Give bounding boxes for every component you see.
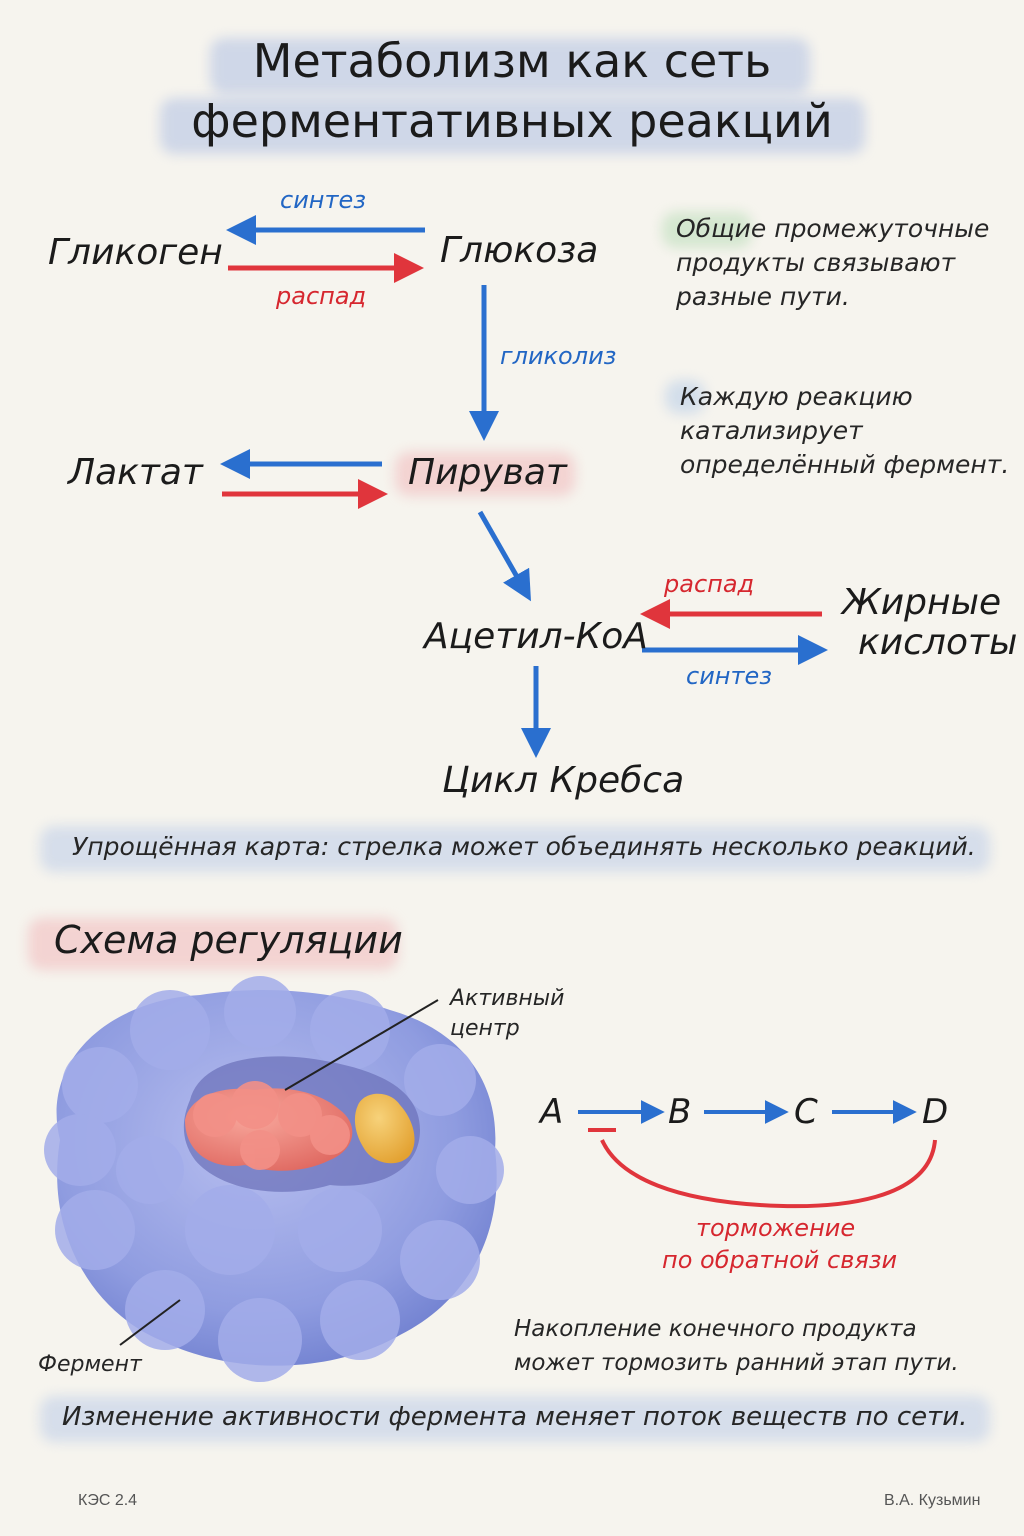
node-fatty-acids-line2: кислоты bbox=[858, 622, 1018, 663]
banner-enzyme-activity: Изменение активности фермента меняет пот… bbox=[62, 1402, 968, 1432]
footer-author: В.А. Кузьмин bbox=[884, 1492, 981, 1509]
node-glycogen: Гликоген bbox=[48, 232, 223, 273]
note-intermediates-line3: разные пути. bbox=[676, 282, 850, 311]
banner-map-highlight bbox=[40, 826, 990, 872]
label-feedback-line1: торможение bbox=[696, 1214, 856, 1242]
banner-bottom-highlight bbox=[40, 1396, 990, 1442]
note-enzyme-highlight bbox=[665, 380, 705, 414]
label-breakdown-fat: распад bbox=[664, 570, 755, 598]
note-intermediates-highlight bbox=[662, 212, 752, 248]
note-enzyme-line1: Каждую реакцию bbox=[680, 382, 913, 411]
page-title-line2: ферментативных реакций bbox=[191, 94, 833, 148]
node-fatty-acids-line1: Жирные bbox=[842, 582, 1002, 623]
label-glycolysis: гликолиз bbox=[500, 342, 617, 370]
note-intermediates-line2: продукты связывают bbox=[676, 248, 956, 277]
label-active-site-line1: Активный bbox=[450, 986, 565, 1011]
chain-a: A bbox=[540, 1092, 564, 1132]
label-active-site-line2: центр bbox=[450, 1016, 520, 1041]
note-intermediates: Общие промежуточные продукты связывают р… bbox=[676, 212, 1006, 314]
node-acetyl-coa: Ацетил-КоА bbox=[424, 616, 648, 657]
node-krebs-cycle: Цикл Кребса bbox=[442, 760, 685, 801]
feedback-inhibition-arc bbox=[600, 1139, 937, 1209]
page-title-line1: Метаболизм как сеть bbox=[252, 34, 772, 88]
label-enzyme: Фермент bbox=[38, 1352, 142, 1377]
title-highlight-2 bbox=[160, 98, 865, 154]
label-feedback-line2: по обратной связи bbox=[662, 1246, 898, 1274]
footer-code: КЭС 2.4 bbox=[78, 1492, 138, 1509]
note-enzyme-line2: катализирует bbox=[680, 416, 863, 445]
note-accumulation-line2: может тормозить ранний этап пути. bbox=[514, 1350, 959, 1376]
regulation-heading-highlight bbox=[28, 918, 398, 970]
arrow-pyruvate-to-acetylcoa bbox=[477, 510, 531, 602]
note-enzyme: Каждую реакцию катализирует определённый… bbox=[680, 380, 1010, 482]
node-glucose: Глюкоза bbox=[440, 230, 599, 271]
note-accumulation-line1: Накопление конечного продукта bbox=[514, 1316, 917, 1342]
chain-c: C bbox=[794, 1092, 818, 1132]
enzyme-illustration bbox=[44, 976, 504, 1382]
note-intermediates-line1: Общие промежуточные bbox=[676, 214, 990, 243]
enzyme-leader bbox=[119, 1299, 181, 1346]
node-lactate: Лактат bbox=[68, 452, 203, 493]
note-enzyme-line3: определённый фермент. bbox=[680, 450, 1010, 479]
banner-simplified-map: Упрощённая карта: стрелка может объединя… bbox=[72, 832, 976, 861]
pyruvate-highlight bbox=[395, 452, 575, 496]
title-highlight-1 bbox=[210, 38, 810, 94]
chain-d: D bbox=[922, 1092, 949, 1132]
label-synthesis-glycogen: синтез bbox=[280, 186, 366, 214]
active-site-leader bbox=[284, 999, 439, 1091]
node-pyruvate: Пируват bbox=[408, 452, 567, 493]
regulation-heading: Схема регуляции bbox=[54, 918, 403, 962]
label-synthesis-fat: синтез bbox=[686, 662, 772, 690]
label-breakdown-glycogen: распад bbox=[276, 282, 367, 310]
chain-b: B bbox=[668, 1092, 692, 1132]
